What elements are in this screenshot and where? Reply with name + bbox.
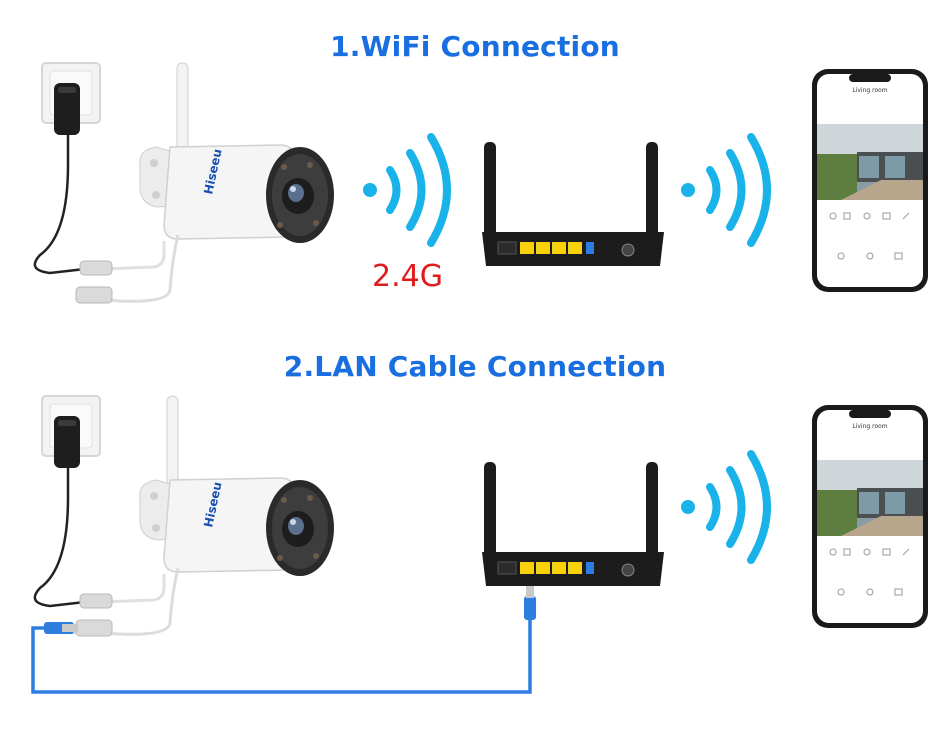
section-title-lan: 2.LAN Cable Connection	[283, 350, 667, 383]
camera: Hiseeu	[49, 395, 334, 637]
wifi-signal-icon	[363, 133, 451, 247]
ethernet-plug-icon	[44, 622, 78, 634]
router	[482, 462, 664, 586]
ethernet-plug-icon	[524, 586, 536, 620]
wifi-signal-icon	[681, 133, 771, 247]
phone-app-title: Living room	[852, 423, 887, 430]
section-title-wifi: 1.WiFi Connection	[330, 30, 620, 63]
smartphone: Living room	[812, 405, 928, 628]
smartphone: Living room	[812, 69, 928, 292]
lan-cable	[31, 586, 536, 694]
phone-app-title: Living room	[852, 87, 887, 94]
frequency-label: 2.4G	[372, 259, 443, 294]
power-adapter	[33, 395, 101, 608]
power-adapter	[33, 62, 101, 275]
router	[482, 142, 664, 266]
camera: Hiseeu	[75, 62, 334, 304]
wifi-signal-icon	[681, 450, 771, 564]
